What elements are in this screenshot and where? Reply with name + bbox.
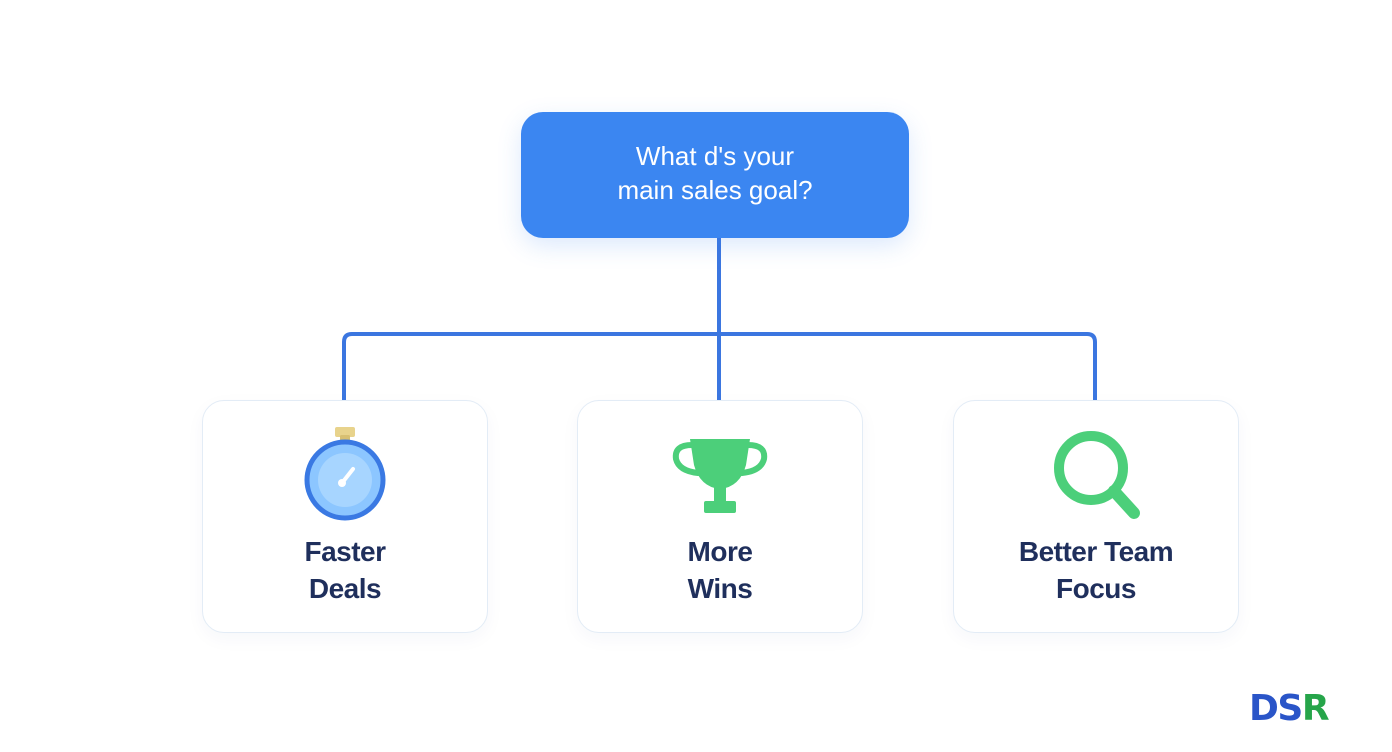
logo-letter-d: D xyxy=(1249,688,1279,729)
option-label-line-1: More xyxy=(687,536,753,567)
option-card-faster-deals[interactable]: Faster Deals xyxy=(202,400,488,633)
option-label: More Wins xyxy=(578,533,862,607)
stopwatch-icon xyxy=(295,425,395,521)
option-card-more-wins[interactable]: More Wins xyxy=(577,400,863,633)
question-box: What d's your main sales goal? xyxy=(521,112,909,238)
question-line-1: What d's your xyxy=(635,141,795,171)
option-label-line-2: Focus xyxy=(1056,573,1136,604)
logo-letter-r: R xyxy=(1301,688,1330,729)
option-label-line-2: Deals xyxy=(308,573,382,604)
logo-letter-s: S xyxy=(1277,688,1303,729)
dsr-logo: DSR xyxy=(1249,689,1359,729)
option-card-better-team-focus[interactable]: Better Team Focus xyxy=(953,400,1239,633)
option-label-line-2: Wins xyxy=(687,573,753,604)
magnifier-icon xyxy=(1046,425,1146,521)
option-label: Better Team Focus xyxy=(954,533,1238,607)
option-label: Faster Deals xyxy=(203,533,487,607)
trophy-icon xyxy=(670,425,770,521)
option-label-line-1: Faster xyxy=(304,536,386,567)
connector-branch xyxy=(342,332,1097,402)
question-line-2: main sales goal? xyxy=(617,175,813,205)
option-label-line-1: Better Team xyxy=(1018,536,1174,567)
